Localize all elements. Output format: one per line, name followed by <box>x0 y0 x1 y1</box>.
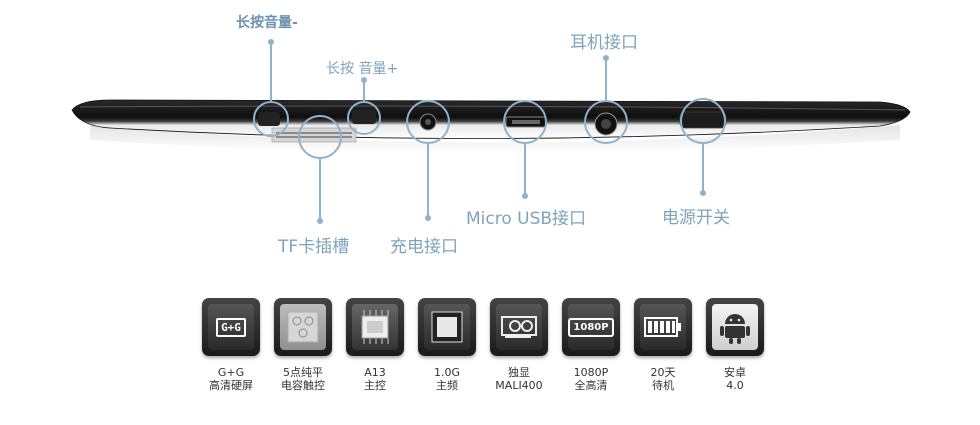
label-vol-down: 长按音量- <box>236 15 298 31</box>
label-charge: 充电接口 <box>390 237 458 257</box>
gpu-icon <box>490 298 548 356</box>
caption-1080p: 1080P 全高清 <box>573 366 609 392</box>
hd-1080p-icon: 1080P <box>562 298 620 356</box>
chip-icon <box>418 298 476 356</box>
caption-cpu: A13 主控 <box>364 366 386 392</box>
label-vol-up: 长按 音量+ <box>326 61 399 77</box>
cpu-icon <box>346 298 404 356</box>
label-headphone: 耳机接口 <box>570 33 638 53</box>
android-icon <box>706 298 764 356</box>
label-power: 电源开关 <box>662 208 730 228</box>
caption-standby: 20天 待机 <box>650 366 676 392</box>
label-micro-usb: Micro USB接口 <box>466 209 587 229</box>
touch-icon <box>274 298 332 356</box>
caption-touch: 5点纯平 电容触控 <box>281 366 325 392</box>
hd-badge: 1080P <box>568 317 614 337</box>
caption-gpu: 独显 MALI400 <box>495 366 543 392</box>
battery-icon <box>634 298 692 356</box>
caption-freq: 1.0G 主频 <box>433 366 461 392</box>
gg-badge: G+G <box>216 317 246 337</box>
gg-screen-icon: G+G <box>202 298 260 356</box>
label-tf-slot: TF卡插槽 <box>278 237 350 257</box>
caption-android: 安卓 4.0 <box>724 366 746 392</box>
caption-gg: G+G 高清硬屏 <box>209 366 253 392</box>
